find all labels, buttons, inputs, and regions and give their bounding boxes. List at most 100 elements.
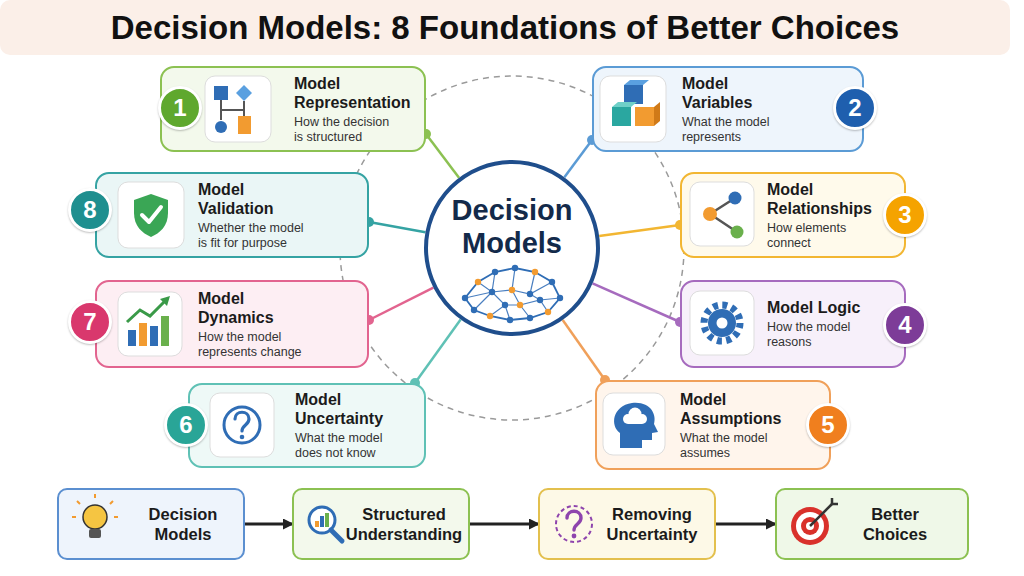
question-icon [210, 393, 274, 457]
number-badge: 5 [806, 403, 850, 447]
foundation-card: Model RepresentationHow the decision is … [160, 66, 426, 152]
callout-number: 5 [821, 413, 834, 437]
flow-box: Better Choices [775, 488, 969, 560]
text-area: Decision Models [129, 490, 237, 558]
flow-label: Removing Uncertainty [596, 504, 708, 544]
target-icon-part [810, 504, 832, 526]
text-area: Model RepresentationHow the decision is … [294, 68, 424, 150]
card-heading: Model Variables [682, 74, 782, 112]
head-icon-part [603, 393, 665, 455]
brain-network-icon-part [549, 279, 555, 285]
number-badge: 3 [883, 193, 927, 237]
growth-chart-icon-part [118, 292, 182, 356]
text-area: Better Choices [849, 490, 941, 558]
text-area: Model UncertaintyWhat the model does not… [295, 385, 430, 466]
network-share-icon-part [710, 198, 737, 232]
magnifier-icon-part [331, 530, 342, 541]
card-description: Whether the model is fit for purpose [198, 221, 310, 251]
flow-box: Structured Understanding [292, 488, 470, 560]
card-heading: Model Representation [294, 74, 394, 112]
shield-check-icon [118, 182, 184, 248]
flowchart-icon-part [236, 85, 252, 101]
foundation-card: Model ValidationWhether the model is fit… [95, 172, 369, 258]
card-heading: Model Logic [767, 298, 867, 317]
foundation-card: Model VariablesWhat the model represents… [592, 66, 864, 152]
card-description: What the model does not know [295, 431, 400, 461]
card-description: What the model represents [682, 115, 802, 145]
number-badge: 2 [833, 86, 877, 130]
number-badge: 7 [68, 300, 112, 344]
growth-chart-icon-part [139, 323, 147, 346]
cubes-icon-part [654, 102, 660, 126]
flowchart-icon-part [205, 76, 271, 142]
gear-icon-part [717, 318, 728, 329]
card-description: What the model assumes [680, 431, 785, 461]
head-icon [603, 393, 665, 455]
growth-chart-icon [118, 292, 182, 356]
text-area: Structured Understanding [344, 490, 464, 558]
brain-network-icon-part [465, 268, 560, 320]
callout-number: 3 [898, 203, 911, 227]
flow-label: Better Choices [849, 504, 941, 544]
foundation-card: Model RelationshipsHow elements connect3 [680, 172, 906, 258]
network-share-icon-part [729, 192, 742, 205]
title-banner [0, 0, 1010, 55]
head-icon-part [614, 403, 658, 448]
head-icon-part [629, 408, 642, 421]
network-share-icon [690, 182, 754, 246]
hub-connector [564, 140, 592, 177]
hub-connector [599, 225, 680, 236]
flow-box: Removing Uncertainty [538, 488, 716, 560]
growth-chart-icon-part [150, 326, 158, 346]
cubes-icon-part [612, 102, 637, 107]
card-description: How elements connect [767, 221, 867, 251]
dashed-question-icon-part [556, 506, 592, 542]
card-description: How the decision is structured [294, 115, 394, 145]
head-icon-part [628, 418, 642, 424]
growth-chart-icon-part [127, 300, 166, 322]
callout-number: 6 [179, 413, 192, 437]
brain-network-icon [462, 265, 563, 323]
gear-icon-part [704, 305, 740, 341]
gear-icon-part [690, 291, 754, 355]
flowchart-icon-part [215, 121, 227, 133]
growth-chart-icon-part [160, 296, 170, 306]
target-icon-part [801, 517, 819, 535]
network-share-icon-part [703, 207, 717, 221]
foundation-card: Model DynamicsHow the model represents c… [95, 280, 369, 368]
text-area: Model AssumptionsWhat the model assumes [680, 382, 815, 468]
brain-network-icon-part [512, 265, 518, 271]
question-icon-part [224, 407, 260, 443]
brain-network-icon-part [487, 313, 493, 319]
card-heading: Model Validation [198, 180, 298, 218]
question-icon-part [240, 435, 245, 440]
hub-circle: Decision Models [424, 160, 600, 336]
flowchart-icon [205, 76, 271, 142]
hub-connector [369, 222, 425, 232]
card-description: How the model reasons [767, 320, 867, 350]
target-icon-part [832, 498, 838, 504]
flow-box: Decision Models [57, 488, 245, 560]
hub-connector [593, 283, 680, 322]
brain-network-icon-part [517, 302, 523, 308]
callout-number: 7 [83, 310, 96, 334]
text-area: Model DynamicsHow the model represents c… [198, 282, 336, 366]
target-icon [791, 498, 838, 545]
gear-icon [690, 291, 754, 355]
brain-network-icon-part [492, 269, 498, 275]
lightbulb-icon [72, 494, 118, 538]
dashed-question-icon-part [567, 511, 581, 530]
flowchart-icon-part [214, 86, 228, 100]
callout-number: 8 [83, 198, 96, 222]
card-description: How the model represents change [198, 330, 306, 360]
flowchart-icon-part [221, 100, 244, 120]
hub-connector [426, 134, 459, 178]
card-heading: Model Assumptions [680, 390, 780, 428]
brain-network-icon-part [537, 297, 543, 303]
lightbulb-icon-part [83, 505, 107, 529]
dashed-question-icon [556, 506, 592, 542]
cubes-icon-part [635, 107, 654, 126]
growth-chart-icon-part [161, 316, 169, 346]
